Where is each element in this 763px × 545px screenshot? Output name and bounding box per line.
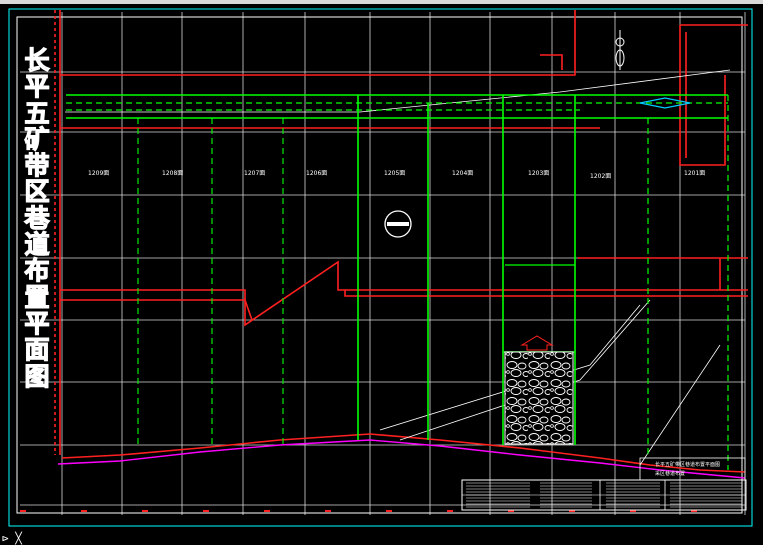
survey-lines [65, 69, 731, 466]
inner-frame [16, 16, 743, 514]
title-block [461, 457, 747, 511]
title-char: 面 [24, 335, 50, 365]
panel-boundary-dashes [137, 118, 284, 445]
title-char: 矿 [24, 124, 50, 154]
main-roadways [66, 94, 729, 470]
rock-fill-zone [504, 351, 574, 445]
title-char: 布 [24, 256, 50, 286]
title-char: 巷 [24, 203, 50, 233]
panel-label-1201: 1201面 [684, 170, 706, 177]
panel-label-1209: 1209面 [88, 170, 110, 177]
entry-arrow [520, 335, 554, 351]
stamp-line-1: 长平五矿带区巷道布置平面图 [655, 462, 721, 468]
title-char: 长 [24, 46, 50, 75]
drawing-title-vertical: 长 平 五 矿 带 区 巷 道 布 置 平 面 图 [22, 46, 52, 391]
title-char: 带 [24, 151, 50, 181]
ucs-axis-icon: ⊳ ╳ [2, 532, 22, 545]
title-char: 置 [24, 282, 50, 312]
panel-label-1204: 1204面 [452, 170, 474, 177]
surface-contour-magenta [57, 439, 746, 479]
surface-contour-red [61, 433, 746, 473]
title-char: 平 [24, 72, 50, 102]
panel-label-1207: 1207面 [244, 170, 266, 177]
panel-label-1208: 1208面 [162, 170, 184, 177]
title-char: 图 [24, 361, 50, 391]
water-marker [639, 97, 691, 109]
north-arrow-icon [615, 30, 625, 70]
application-top-strip [0, 0, 763, 4]
title-char: 区 [24, 177, 50, 207]
panel-label-1202: 1202面 [590, 173, 612, 180]
outer-frame [8, 8, 753, 527]
title-char: 道 [24, 230, 50, 260]
coordinate-grid [20, 12, 746, 515]
title-char: 五 [24, 98, 50, 128]
panel-label-1206: 1206面 [306, 170, 328, 177]
title-char: 平 [24, 308, 50, 338]
shaft-symbol-icon [384, 210, 412, 238]
boundary-lines [54, 10, 748, 455]
stamp-line-2: 采区巷道布置 [655, 471, 686, 477]
panel-label-1203: 1203面 [528, 170, 550, 177]
panel-label-1205: 1205面 [384, 170, 406, 177]
